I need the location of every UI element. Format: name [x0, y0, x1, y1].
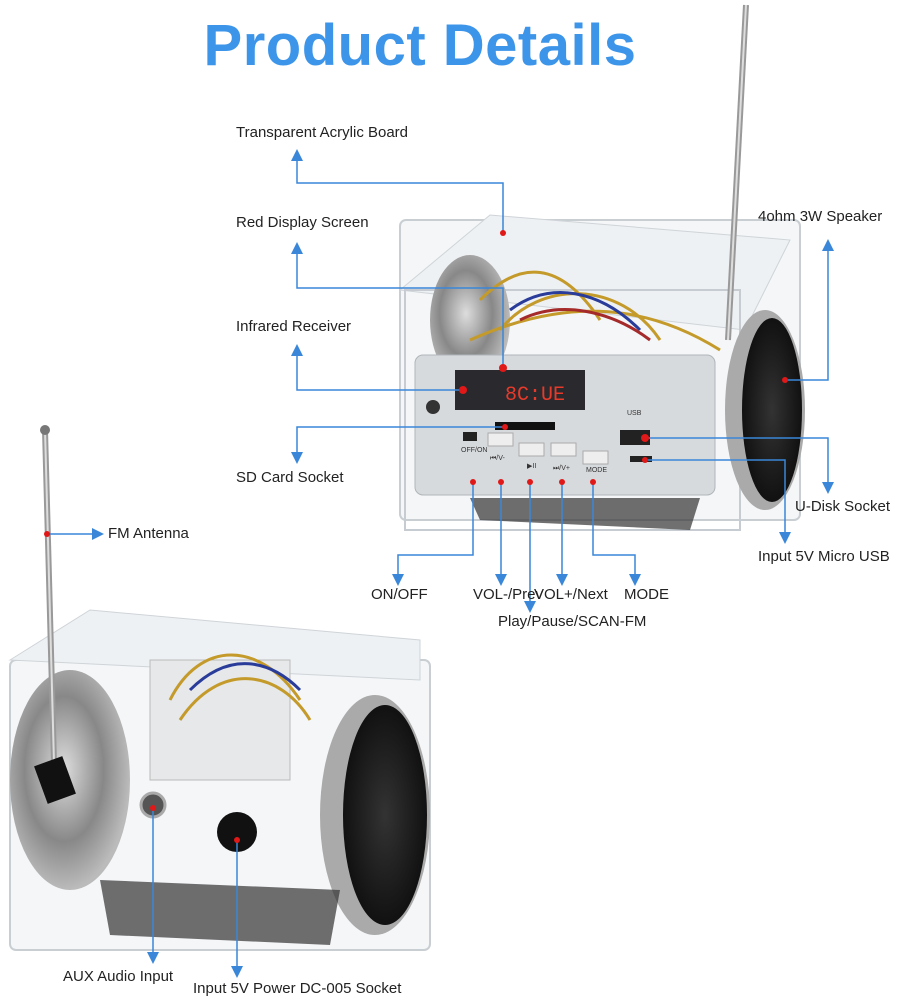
mode-button — [582, 450, 609, 465]
label-acrylic-board: Transparent Acrylic Board — [236, 124, 409, 141]
page-title: Product Details — [203, 13, 637, 78]
label-vol-prev: VOL-/Prev — [473, 586, 544, 603]
panel-mode-label: MODE — [586, 467, 607, 474]
play-button — [518, 442, 545, 457]
label-u-disk-socket: U-Disk Socket — [795, 498, 891, 515]
panel-offon-label: OFF/ON — [461, 447, 487, 454]
label-micro-usb: Input 5V Micro USB — [758, 548, 890, 565]
label-fm-antenna: FM Antenna — [108, 525, 189, 542]
prev-button — [487, 432, 514, 447]
panel-next-label: ⏭/V+ — [553, 465, 570, 472]
panel-prev-label: ⏮/V- — [490, 455, 506, 462]
next-button — [550, 442, 577, 457]
label-vol-next: VOL+/Next — [534, 586, 608, 603]
label-on-off: ON/OFF — [371, 586, 428, 603]
label-infrared-receiver: Infrared Receiver — [236, 318, 352, 335]
radio-back-view — [8, 425, 431, 951]
callout-dots — [44, 230, 788, 843]
display-readout: 8C:UE — [505, 384, 565, 407]
radio-front-view: 8C:UE OFF/ON ⏮/V- ▶II ⏭/V+ MODE USB — [398, 4, 805, 531]
label-speaker: 4ohm 3W Speaker — [758, 208, 883, 225]
label-red-display: Red Display Screen — [236, 214, 369, 231]
label-sd-card-socket: SD Card Socket — [236, 469, 344, 486]
callout-lines — [47, 149, 834, 978]
label-mode: MODE — [624, 586, 669, 603]
panel-usb-label: USB — [627, 410, 642, 417]
label-aux-input: AUX Audio Input — [63, 968, 174, 985]
panel-play-label: ▶II — [527, 463, 536, 470]
label-dc-socket: Input 5V Power DC-005 Socket — [193, 980, 402, 997]
label-play-pause: Play/Pause/SCAN-FM — [498, 613, 647, 630]
